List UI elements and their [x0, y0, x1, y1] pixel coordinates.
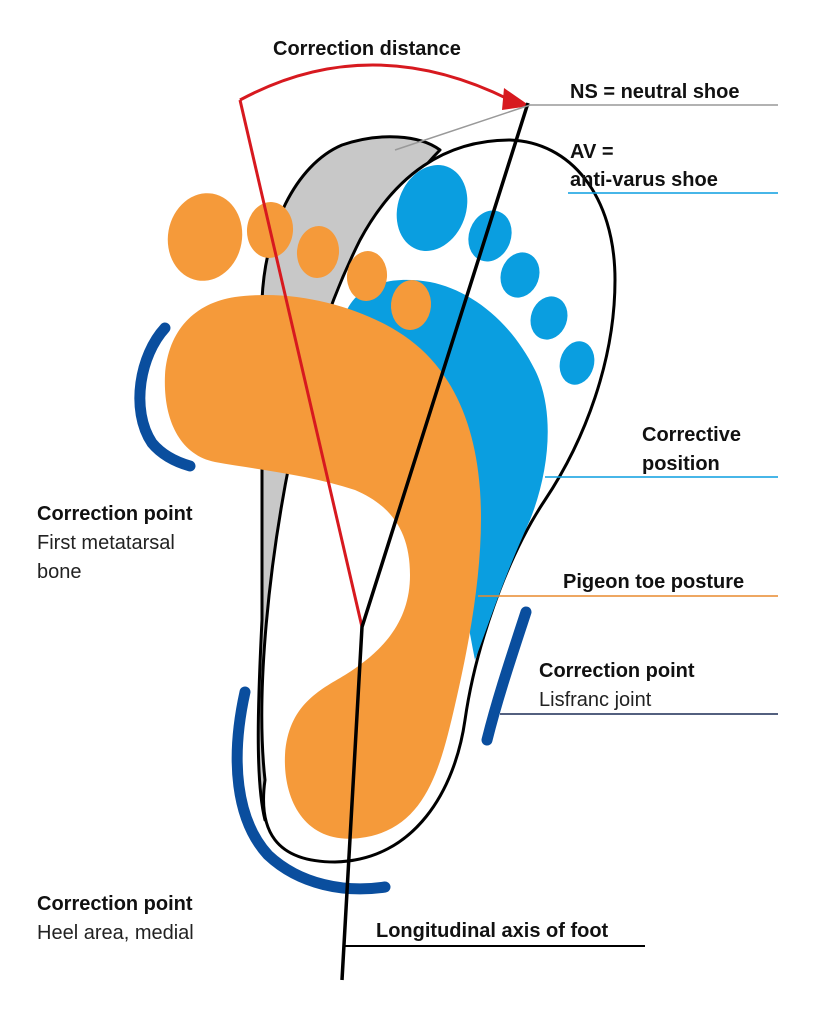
orange-toe-4 — [346, 251, 388, 301]
longitudinal-axis-line — [340, 102, 530, 981]
blue-toe-5 — [559, 341, 595, 385]
corrective-label-line1: Corrective — [642, 424, 741, 446]
av-label-line2: anti-varus shoe — [570, 169, 718, 191]
first-metatarsal-line1: First metatarsal — [37, 532, 175, 554]
heel-line1: Heel area, medial — [37, 922, 194, 944]
ns-leader-line-diagonal — [394, 104, 531, 151]
correction-pad-heel — [231, 686, 391, 895]
first-metatarsal-line2: bone — [37, 561, 82, 583]
lisfranc-line1: Lisfranc joint — [539, 689, 652, 711]
blue-toe-2 — [468, 210, 512, 262]
blue-toe-big — [396, 165, 468, 251]
orange-toe-big — [167, 193, 243, 281]
correction-distance-arrowhead — [502, 88, 530, 110]
ns-label: NS = neutral shoe — [570, 81, 740, 103]
correction-pad-first-metatarsal — [134, 322, 196, 472]
first-metatarsal-title: Correction point — [37, 503, 193, 525]
correction-angle-line — [238, 99, 364, 628]
lisfranc-title: Correction point — [539, 660, 695, 682]
blue-toe-4 — [530, 296, 568, 340]
pigeon-label: Pigeon toe posture — [563, 571, 744, 593]
axis-label: Longitudinal axis of foot — [376, 920, 609, 942]
orange-toe-5 — [390, 280, 432, 330]
pigeon-toe-foot — [164, 294, 481, 839]
orange-toe-3 — [296, 226, 340, 278]
correction-distance-arc — [239, 63, 511, 102]
corrective-label-line2: position — [642, 453, 720, 475]
blue-toe-3 — [500, 252, 540, 298]
correction-pad-lisfranc — [481, 606, 532, 746]
heel-title: Correction point — [37, 893, 193, 915]
correction-distance-label: Correction distance — [273, 38, 461, 60]
av-label-line1: AV = — [570, 141, 614, 163]
